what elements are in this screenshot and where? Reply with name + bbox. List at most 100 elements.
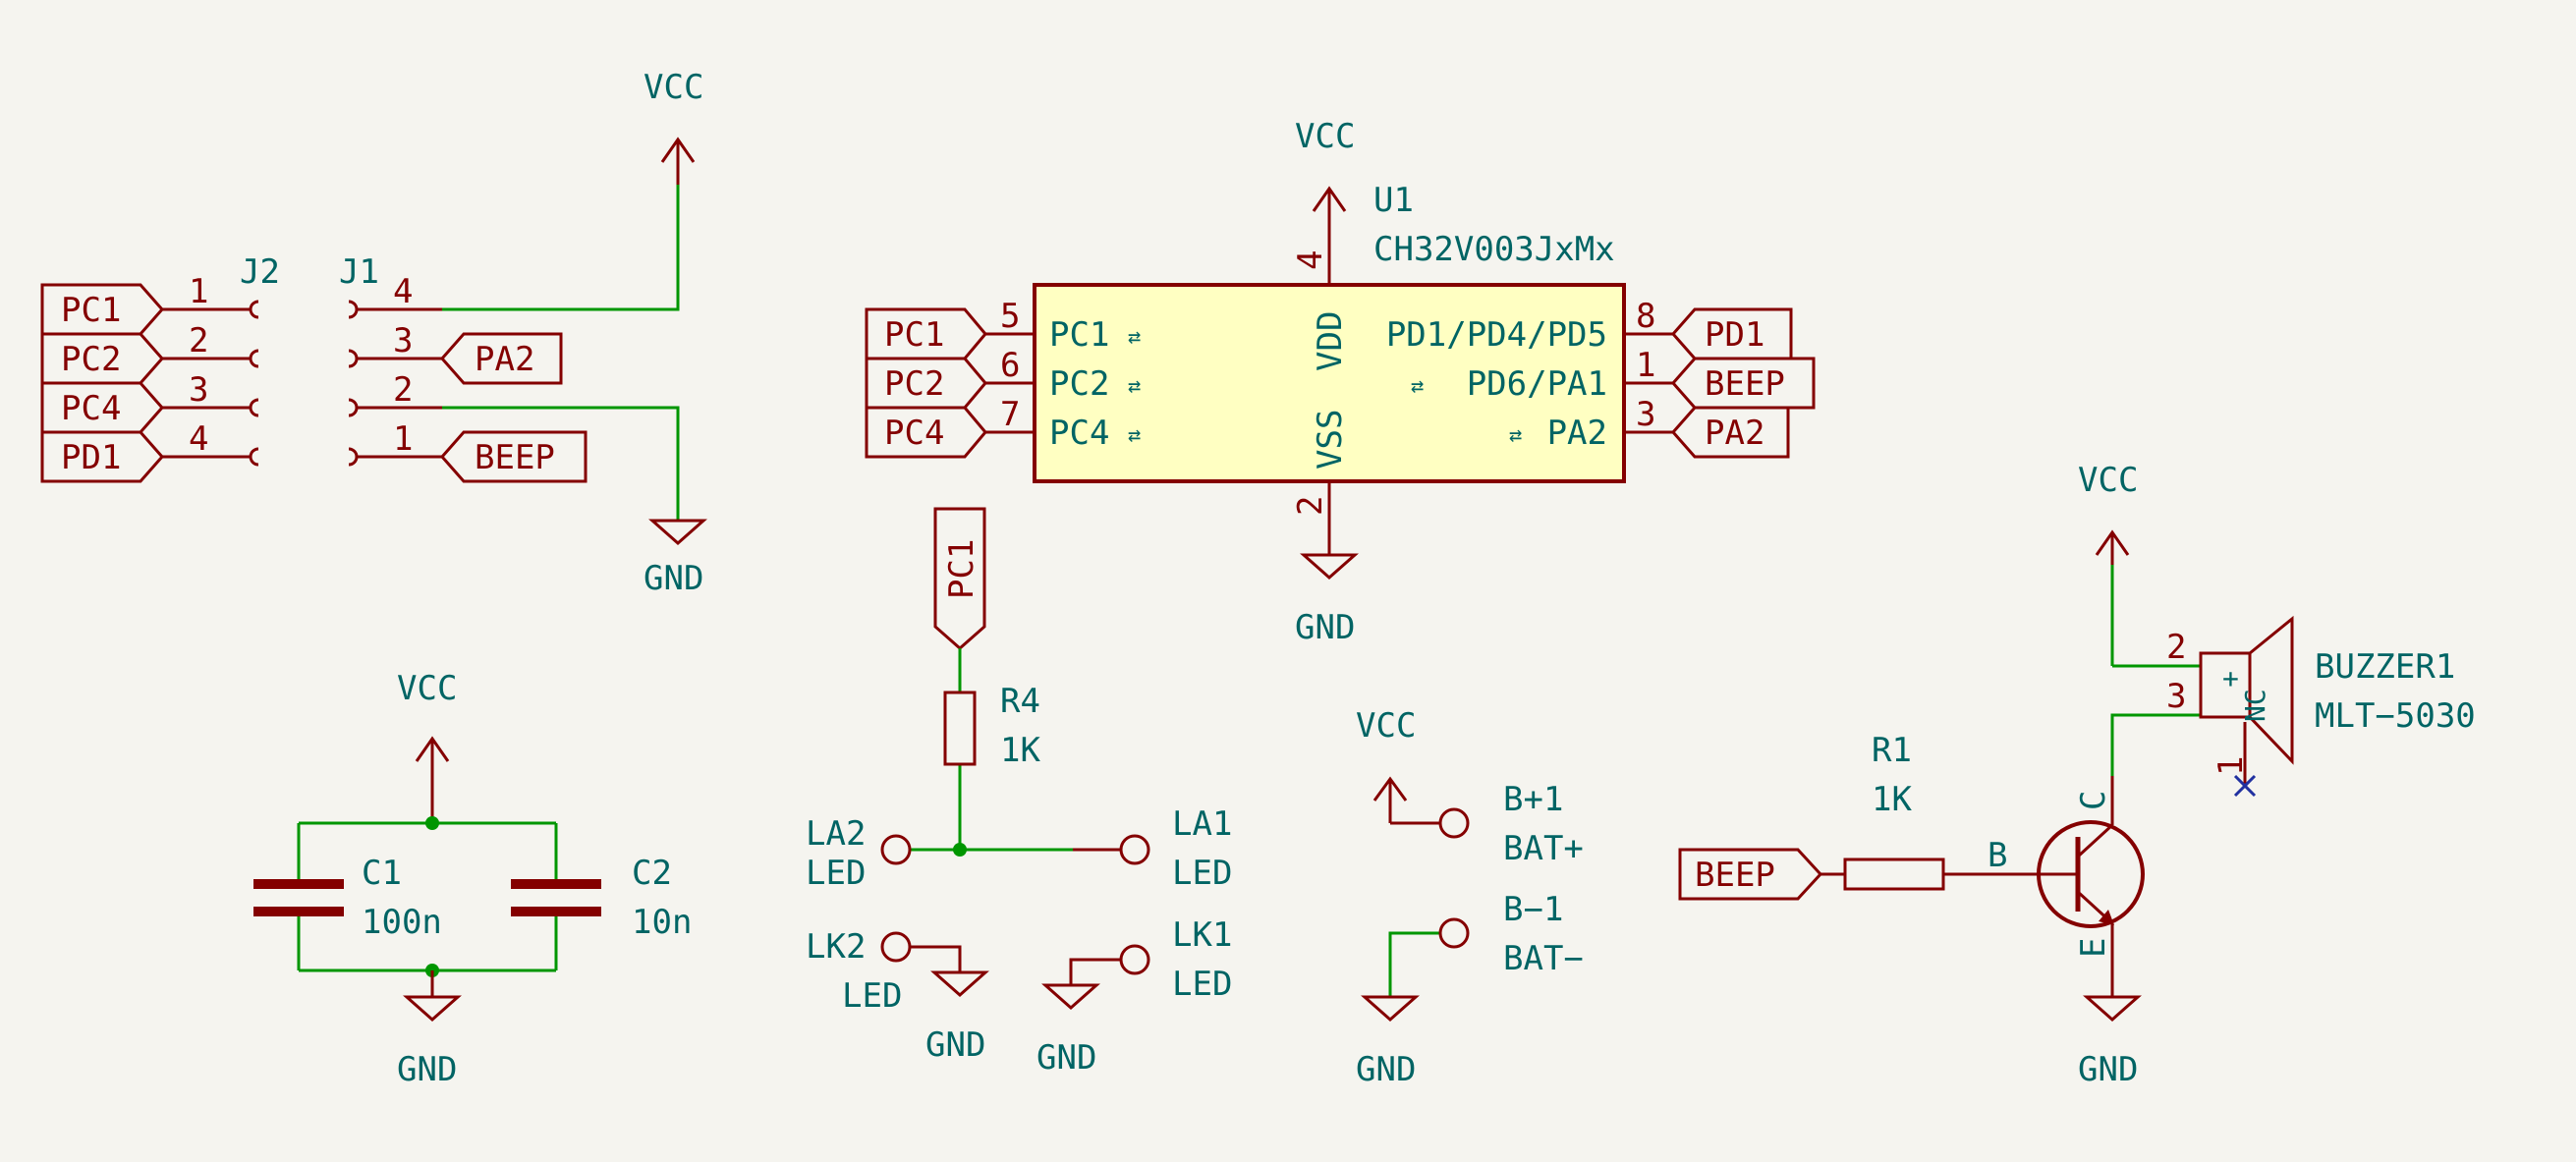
svg-text:4: 4 (189, 419, 208, 459)
buzzer-1[interactable]: 2 3 1 + NC BUZZER1 MLT−5030 (2166, 615, 2476, 786)
pad-battery-plus[interactable]: VCC B+1 BAT+ (1356, 706, 1584, 868)
capacitor-c1[interactable]: C1 100n (253, 854, 442, 942)
bidir-icon: ⇄ (1411, 374, 1424, 399)
label-beep-u1: BEEP (1671, 357, 1816, 410)
bidir-icon: ⇄ (1128, 423, 1141, 448)
svg-text:PC4: PC4 (61, 389, 121, 428)
label-pc4-j2: PC4 (40, 381, 164, 434)
svg-text:PC1: PC1 (942, 539, 981, 599)
label-pc2-u1: PC2 (865, 357, 987, 410)
vcc-symbol-buzzer: VCC (2078, 461, 2138, 565)
capacitor-c2[interactable]: C2 10n (511, 854, 692, 942)
svg-text:PC1: PC1 (61, 291, 121, 330)
svg-text:BEEP: BEEP (475, 438, 555, 477)
label-beep-r1: BEEP (1678, 848, 1823, 901)
svg-text:VCC: VCC (644, 68, 703, 107)
svg-text:PC4: PC4 (1049, 414, 1109, 453)
pad-lk2[interactable]: LK2 LED GND (806, 927, 989, 1065)
label-beep-j1: BEEP (440, 430, 588, 483)
svg-text:C: C (2074, 791, 2113, 810)
resistor-r4[interactable]: R4 1K (943, 682, 1040, 770)
label-pc2-j2: PC2 (40, 332, 164, 385)
svg-text:PC4: PC4 (884, 414, 944, 453)
connector-j2[interactable]: J2 PC1 PC2 PC4 PD1 1 2 3 4 (40, 252, 280, 483)
svg-text:LK1: LK1 (1172, 915, 1232, 955)
svg-text:R1: R1 (1872, 731, 1912, 770)
svg-text:VCC: VCC (2078, 461, 2138, 500)
svg-text:100n: 100n (362, 903, 442, 942)
svg-text:BAT+: BAT+ (1503, 829, 1584, 868)
u1-ref: U1 (1373, 181, 1414, 220)
connector-j1[interactable]: J1 4 3 2 1 PA2 BEEP (339, 252, 588, 483)
svg-text:10n: 10n (632, 903, 692, 942)
svg-text:C2: C2 (632, 854, 672, 893)
vcc-symbol-u1: VCC (1295, 117, 1355, 236)
svg-text:VDD: VDD (1311, 311, 1350, 371)
svg-text:VCC: VCC (1356, 706, 1416, 746)
svg-text:LED: LED (806, 854, 866, 893)
svg-text:3: 3 (189, 370, 208, 410)
svg-text:2: 2 (189, 321, 208, 360)
vcc-symbol-caps: VCC (397, 669, 457, 823)
svg-text:B+1: B+1 (1503, 780, 1563, 819)
no-connect-marker (2233, 774, 2257, 798)
gnd-symbol-u1: GND (1295, 530, 1359, 647)
j1-ref: J1 (339, 252, 379, 292)
svg-text:LED: LED (1172, 965, 1232, 1004)
label-pc1-u1: PC1 (865, 307, 987, 360)
svg-text:1: 1 (393, 419, 413, 459)
svg-text:R4: R4 (1000, 682, 1040, 721)
pad-battery-minus[interactable]: GND B−1 BAT− (1356, 890, 1584, 1089)
svg-text:PC2: PC2 (884, 364, 944, 404)
svg-text:PA2: PA2 (1547, 414, 1607, 453)
svg-text:4: 4 (1291, 250, 1330, 270)
svg-text:PC2: PC2 (1049, 364, 1109, 404)
u1-value: CH32V003JxMx (1373, 230, 1615, 269)
svg-text:1: 1 (1636, 346, 1655, 385)
svg-text:BAT−: BAT− (1503, 939, 1584, 978)
svg-text:1K: 1K (1872, 780, 1912, 819)
wire-j1-vcc (442, 185, 680, 311)
label-pa2-u1: PA2 (1671, 406, 1790, 459)
transistor-q1[interactable]: B C E (1988, 776, 2145, 972)
svg-text:GND: GND (2078, 1050, 2138, 1089)
svg-text:PA2: PA2 (1705, 414, 1764, 453)
svg-text:PD1/PD4/PD5: PD1/PD4/PD5 (1386, 315, 1607, 355)
svg-text:1: 1 (2212, 756, 2251, 776)
bidir-icon: ⇄ (1509, 423, 1522, 448)
svg-text:VSS: VSS (1311, 410, 1350, 470)
svg-text:LED: LED (1172, 854, 1232, 893)
svg-text:6: 6 (1000, 346, 1020, 385)
svg-text:PC1: PC1 (1049, 315, 1109, 355)
svg-text:7: 7 (1000, 395, 1020, 434)
svg-text:BEEP: BEEP (1705, 364, 1785, 404)
label-pc1-j2: PC1 (40, 283, 164, 336)
svg-text:8: 8 (1636, 297, 1655, 336)
gnd-symbol-caps: GND (397, 970, 462, 1089)
label-pd1-j2: PD1 (40, 430, 164, 483)
svg-text:PA2: PA2 (475, 340, 534, 379)
svg-text:LK2: LK2 (806, 927, 866, 967)
pad-la1[interactable]: LA1 LED (1073, 804, 1232, 893)
svg-text:2: 2 (393, 370, 413, 410)
wire-q1-buzzer (2110, 713, 2201, 776)
svg-text:PC2: PC2 (61, 340, 121, 379)
pad-lk1[interactable]: LK1 LED GND (1036, 915, 1232, 1078)
svg-text:PD6/PA1: PD6/PA1 (1467, 364, 1607, 404)
j2-ref: J2 (240, 252, 280, 292)
svg-text:4: 4 (393, 272, 413, 311)
vcc-symbol-j1: VCC (644, 68, 703, 185)
svg-text:5: 5 (1000, 297, 1020, 336)
resistor-r1[interactable]: R1 1K (1843, 731, 1945, 891)
bidir-icon: ⇄ (1128, 374, 1141, 399)
gnd-symbol-q1: GND (2078, 972, 2142, 1089)
pad-la2[interactable]: LA2 LED (806, 814, 912, 893)
svg-text:VCC: VCC (1295, 117, 1355, 156)
svg-text:2: 2 (1291, 496, 1330, 516)
ic-u1[interactable]: U1 CH32V003JxMx 5 6 7 PC1 PC2 PC4 ⇄ ⇄ ⇄ … (985, 181, 1673, 530)
svg-text:BEEP: BEEP (1695, 856, 1775, 895)
svg-text:E: E (2074, 938, 2113, 958)
svg-text:1: 1 (189, 272, 208, 311)
svg-text:C1: C1 (362, 854, 402, 893)
